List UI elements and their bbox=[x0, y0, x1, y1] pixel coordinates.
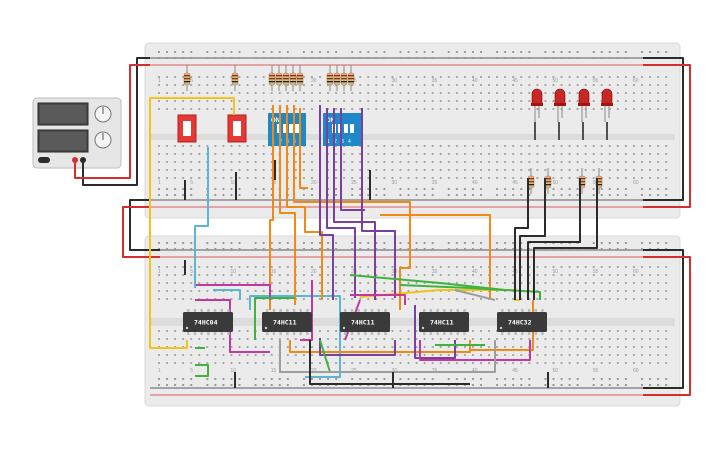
pushbutton-2[interactable] bbox=[227, 114, 247, 143]
column-number: 40 bbox=[472, 78, 478, 84]
ic-chip[interactable]: 74HC11 bbox=[419, 309, 469, 335]
column-number: 45 bbox=[512, 180, 518, 186]
led-icon[interactable] bbox=[554, 88, 566, 122]
resistor bbox=[275, 65, 283, 91]
resistor bbox=[282, 65, 290, 91]
led-icon[interactable] bbox=[578, 88, 590, 122]
ic-chip[interactable]: 74HC04 bbox=[183, 309, 233, 335]
column-number: 45 bbox=[512, 78, 518, 84]
column-number: 45 bbox=[512, 368, 518, 374]
column-number: 50 bbox=[552, 78, 558, 84]
column-number: 60 bbox=[633, 269, 639, 275]
resistor bbox=[231, 65, 239, 91]
column-number: 50 bbox=[552, 180, 558, 186]
breadboard-top: 1155101015152020252530303535404045455050… bbox=[144, 42, 681, 219]
column-number: 55 bbox=[593, 180, 599, 186]
chip-label: 74HC11 bbox=[430, 319, 454, 327]
column-number: 1 bbox=[158, 180, 161, 186]
column-number: 40 bbox=[472, 180, 478, 186]
column-number: 15 bbox=[271, 269, 277, 275]
chip-label: 74HC04 bbox=[194, 319, 218, 327]
column-number: 15 bbox=[271, 368, 277, 374]
led-icon[interactable] bbox=[601, 88, 613, 122]
chip-label: 74HC11 bbox=[273, 319, 297, 327]
column-number: 40 bbox=[472, 269, 478, 275]
led-icon[interactable] bbox=[531, 88, 543, 122]
dip-on-label: ON bbox=[326, 118, 335, 124]
dip-position-label: 1 bbox=[327, 139, 330, 145]
signal-wires bbox=[149, 97, 598, 388]
ic-chip[interactable]: 74HC11 bbox=[262, 309, 312, 335]
column-number: 50 bbox=[552, 269, 558, 275]
column-number: 20 bbox=[311, 180, 317, 186]
column-number: 55 bbox=[593, 78, 599, 84]
power-switch[interactable] bbox=[38, 157, 50, 163]
chip-label: 74HC32 bbox=[508, 319, 532, 327]
dip-position-label: 3 bbox=[341, 139, 344, 145]
chip-label: 74HC11 bbox=[351, 319, 375, 327]
column-number: 60 bbox=[633, 78, 639, 84]
power-supply[interactable] bbox=[32, 97, 122, 169]
column-number: 10 bbox=[230, 269, 236, 275]
column-number: 5 bbox=[190, 368, 193, 374]
column-number: 30 bbox=[391, 180, 397, 186]
column-number: 5 bbox=[190, 180, 193, 186]
column-number: 50 bbox=[552, 368, 558, 374]
dip-position-label: 4 bbox=[348, 139, 351, 145]
ic-chips: 74HC04 74HC11 74HC11 74HC11 74HC32 bbox=[183, 309, 547, 335]
column-number: 60 bbox=[633, 180, 639, 186]
column-number: 35 bbox=[432, 269, 438, 275]
column-number: 25 bbox=[351, 180, 357, 186]
resistor bbox=[333, 65, 341, 91]
column-number: 60 bbox=[633, 368, 639, 374]
column-number: 1 bbox=[158, 78, 161, 84]
resistor bbox=[268, 65, 276, 91]
resistor bbox=[296, 65, 304, 91]
column-number: 5 bbox=[190, 78, 193, 84]
column-number: 1 bbox=[158, 368, 161, 374]
column-number: 55 bbox=[593, 368, 599, 374]
power-wires bbox=[74, 57, 691, 396]
ic-chip[interactable]: 74HC32 bbox=[497, 309, 547, 335]
resistor bbox=[326, 65, 334, 91]
ic-chip[interactable]: 74HC11 bbox=[340, 309, 390, 335]
column-number: 30 bbox=[391, 78, 397, 84]
column-number: 20 bbox=[311, 269, 317, 275]
column-number: 35 bbox=[432, 78, 438, 84]
column-number: 1 bbox=[158, 269, 161, 275]
resistor bbox=[347, 65, 355, 91]
leds bbox=[531, 88, 613, 140]
pushbutton-1[interactable] bbox=[177, 114, 197, 143]
column-number: 20 bbox=[311, 78, 317, 84]
resistors bbox=[183, 65, 603, 194]
column-number: 10 bbox=[230, 368, 236, 374]
column-number: 5 bbox=[190, 269, 193, 275]
column-number: 10 bbox=[230, 180, 236, 186]
column-number: 55 bbox=[593, 269, 599, 275]
resistor bbox=[340, 65, 348, 91]
resistor bbox=[183, 65, 191, 91]
dip-position-label: 2 bbox=[334, 139, 337, 145]
dip-on-label: ON bbox=[271, 118, 280, 124]
column-number: 35 bbox=[432, 180, 438, 186]
resistor bbox=[289, 65, 297, 91]
resistor bbox=[544, 168, 552, 194]
